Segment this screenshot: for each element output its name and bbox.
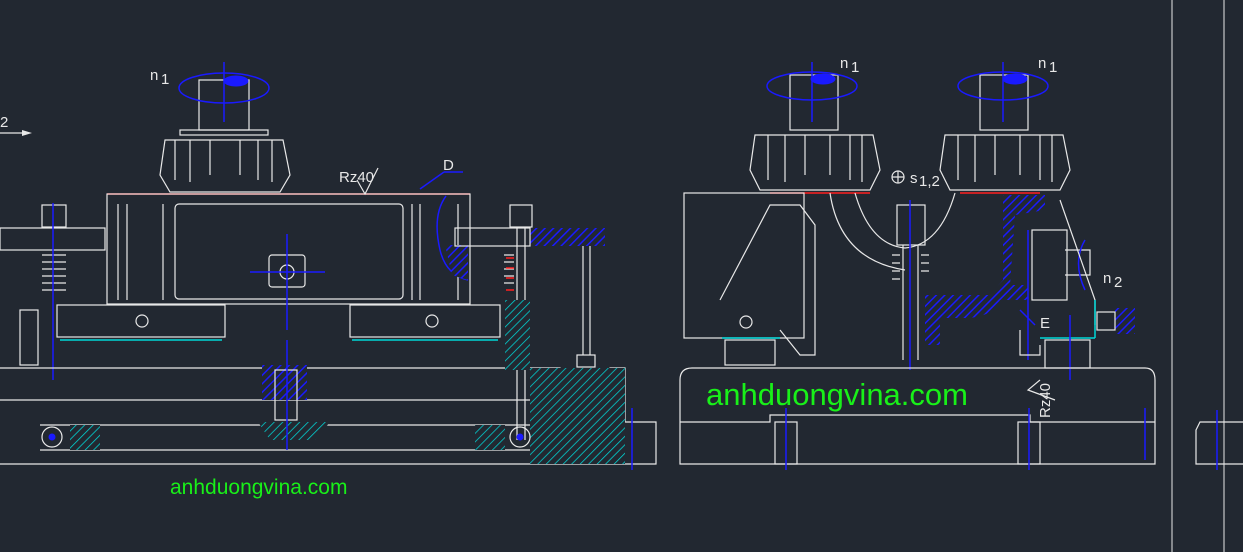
label-feed: 2 xyxy=(0,114,8,131)
label-n1-mid: n xyxy=(840,55,848,72)
partial-view-right xyxy=(1195,421,1243,465)
label-s: s xyxy=(910,170,918,187)
label-n1-left: n xyxy=(150,67,158,84)
watermark-center: anhduongvina.com xyxy=(706,377,968,412)
right-fixture-drawing xyxy=(679,62,1156,470)
label-d: D xyxy=(443,157,454,174)
viewport-dividers xyxy=(1171,0,1225,552)
label-n2: n xyxy=(1103,270,1111,287)
label-rz-right: Rz40 xyxy=(1037,383,1054,418)
label-rz-left: Rz40 xyxy=(339,169,374,186)
label-s-sub: 1,2 xyxy=(919,173,940,190)
milling-cutter-left xyxy=(159,62,291,193)
label-n1-right: n xyxy=(1038,55,1046,72)
annotation-labels: n 1 n 1 n 1 2 Rz40 D s 1,2 n 2 E Rz40 xyxy=(0,55,1122,418)
label-n2-sub: 2 xyxy=(1114,274,1122,291)
milling-cutter-mid xyxy=(749,62,881,191)
label-n1-right-sub: 1 xyxy=(1049,59,1057,76)
milling-cutter-right xyxy=(939,62,1071,191)
label-n1-mid-sub: 1 xyxy=(851,59,859,76)
label-n1-left-sub: 1 xyxy=(161,71,169,88)
left-fixture-drawing xyxy=(0,62,657,470)
watermark-bottom-text: anhduongvina.com xyxy=(170,476,347,499)
label-e: E xyxy=(1040,315,1050,332)
